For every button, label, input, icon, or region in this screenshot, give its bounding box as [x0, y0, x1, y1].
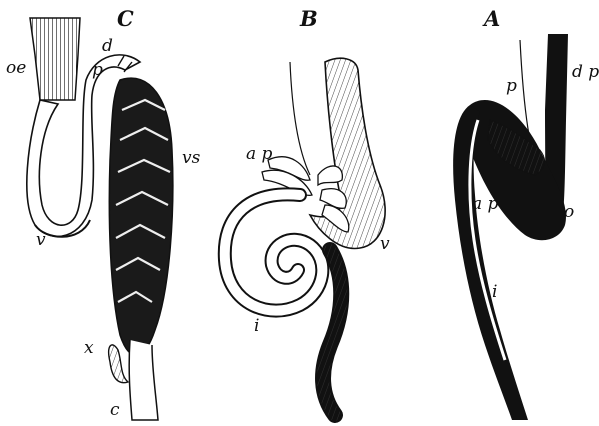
panel-c-title: C [117, 8, 134, 29]
panel-a-label-o: o [564, 204, 574, 221]
panel-a-title: A [484, 8, 500, 29]
panel-b-drawing [225, 58, 385, 415]
panel-c-label-oe: oe [6, 60, 26, 77]
panel-c-label-d: d [102, 38, 113, 55]
panel-b-title: B [300, 8, 318, 29]
panel-a-label-ap: a p [472, 196, 498, 213]
panel-a-label-p: p [506, 78, 517, 95]
panel-c-oesophagus [30, 18, 80, 100]
panel-c-label-p: p [92, 62, 103, 79]
panel-c-label-vs: vs [182, 150, 200, 167]
panel-c-label-v: v [36, 232, 46, 249]
panel-c-label-c: c [110, 402, 120, 419]
panel-c-spiral-valve-organ [109, 78, 173, 355]
panel-b-label-ap: a p [246, 146, 272, 163]
panel-a-label-i: i [492, 284, 497, 301]
panel-c-label-x: x [84, 340, 94, 357]
panel-b-label-i: i [254, 318, 259, 335]
panel-c-appendage-x [109, 345, 128, 383]
panel-c-intestine [129, 340, 158, 420]
panel-a-label-dp: d p [572, 64, 599, 81]
panel-b-label-v: v [380, 236, 390, 253]
